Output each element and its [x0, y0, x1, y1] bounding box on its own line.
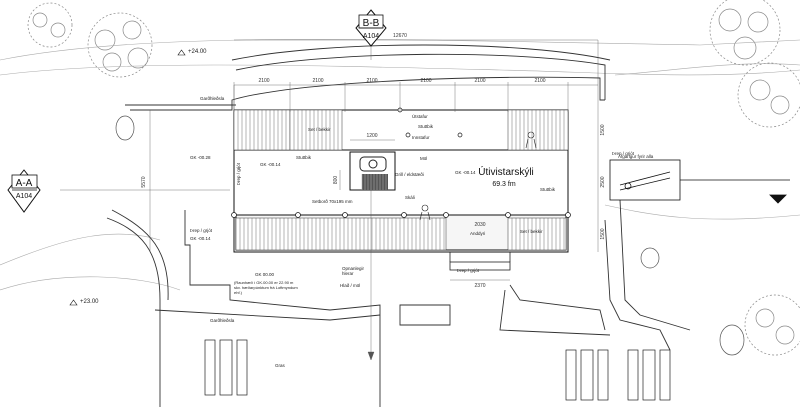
svg-text:5570: 5570: [141, 176, 147, 187]
dim-bay-2: 2100: [312, 78, 323, 84]
dimension-texts: 12670 2100 2100 2100 2100 2100 2100 1500…: [141, 33, 606, 289]
section-marker-a-a: A-A A104: [7, 169, 41, 213]
svg-text:Opnanlegir hlerar: Opnanlegir hlerar: [342, 266, 365, 276]
annotation-labels: Garðhleðsla Garðhleðsla Set / bekkir Set…: [190, 95, 654, 368]
svg-text:Anddyri: Anddyri: [470, 231, 485, 236]
svg-text:1500: 1500: [600, 124, 606, 135]
opnanlegir-line1: Opnanlegir: [342, 266, 365, 271]
svg-text:GK -00.28: GK -00.28: [190, 155, 211, 160]
entrance: [449, 252, 511, 271]
tree-symbols: [27, 0, 800, 356]
svg-text:Setborð 70x195 mm: Setborð 70x195 mm: [312, 198, 353, 204]
slat-lines: [237, 110, 565, 250]
tree-top-left-2: [27, 2, 73, 48]
grill-symbol: [359, 156, 388, 190]
room-label: Útivistarskýli 69.3 fm: [478, 165, 534, 188]
svg-text:1500: 1500: [600, 228, 606, 239]
section-b-letter: B-B: [363, 18, 380, 29]
dim-overall: 12670: [393, 33, 407, 39]
svg-text:Garðhleðsla: Garðhleðsla: [210, 317, 235, 323]
svg-text:Skáli: Skáli: [405, 195, 415, 200]
svg-text:Afgangur fyrir alla: Afgangur fyrir alla: [618, 154, 654, 159]
tree-top-right: [709, 0, 781, 66]
svg-text:Þrep / grjót: Þrep / grjót: [612, 151, 635, 156]
svg-text:Þrep / grjót: Þrep / grjót: [236, 162, 241, 185]
svg-text:Garðhleðsla: Garðhleðsla: [200, 95, 225, 101]
bay-ticks: [233, 82, 569, 112]
dim-bay-6: 2100: [534, 78, 545, 84]
svg-text:Gras: Gras: [275, 363, 286, 368]
svg-text:Stuttbik: Stuttbik: [540, 187, 556, 192]
svg-text:Innstafur: Innstafur: [412, 135, 430, 140]
svg-text:Útstafur: Útstafur: [412, 113, 428, 119]
svg-text:Stuttbik: Stuttbik: [296, 155, 312, 160]
person-figure-right: [525, 131, 537, 149]
tree-top-left: [87, 12, 153, 78]
dim-bay-3: 2100: [366, 78, 377, 84]
svg-text:Hlað / möl: Hlað / möl: [340, 282, 360, 288]
section-a-letter: A-A: [16, 178, 33, 189]
svg-text:2370: 2370: [474, 283, 485, 289]
svg-text:Möl: Möl: [420, 156, 427, 161]
svg-text:(Raunhæð í GK.00.00 er 22.90 m: (Raunhæð í GK.00.00 er 22.90 m skv. hæða…: [234, 280, 299, 295]
room-area: 69.3 fm: [492, 181, 516, 188]
svg-text:1200: 1200: [366, 133, 377, 139]
terrain-lines: [0, 39, 800, 291]
svg-text:GK -00.14: GK -00.14: [455, 170, 476, 175]
section-b-sheet: A104: [363, 33, 379, 40]
svg-text:Set / bekkir: Set / bekkir: [520, 229, 543, 234]
opnanlegir-line2: hlerar: [342, 271, 354, 276]
picnic-tables: [204, 339, 671, 401]
people-figures: [419, 131, 537, 221]
svg-text:800: 800: [333, 176, 339, 185]
svg-text:+24.00: +24.00: [188, 49, 207, 55]
svg-text:Grill / eldstæði: Grill / eldstæði: [395, 171, 424, 177]
svg-text:2500: 2500: [600, 176, 606, 187]
section-marker-b-b: B-B A104: [355, 9, 387, 47]
svg-text:GK -00.14: GK -00.14: [260, 162, 281, 167]
svg-text:Set / bekkir: Set / bekkir: [308, 127, 331, 132]
svg-text:Þrep / grjót: Þrep / grjót: [190, 228, 213, 233]
elevation-bottom: +23.00: [69, 299, 99, 306]
dimension-lines: [60, 39, 599, 361]
svg-text:GK -00.14: GK -00.14: [190, 236, 211, 241]
dim-bay-5: 2100: [474, 78, 485, 84]
dim-bay-4: 2100: [420, 78, 431, 84]
tree-right: [737, 62, 800, 128]
svg-text:GK 00.00: GK 00.00: [255, 272, 275, 277]
svg-text:2030: 2030: [474, 222, 485, 228]
ramp-detail: [609, 159, 790, 204]
elevation-top: +24.00: [177, 49, 207, 56]
section-a-sheet: A104: [16, 193, 32, 200]
person-figure-left: [419, 204, 431, 221]
garden-walls: [106, 44, 691, 407]
tree-bottom-right: [744, 294, 800, 356]
room-name: Útivistarskýli: [478, 165, 534, 178]
dim-bay-1: 2100: [258, 78, 269, 84]
svg-text:Þrep / grjót: Þrep / grjót: [457, 268, 480, 273]
svg-text:+23.00: +23.00: [80, 299, 99, 305]
svg-text:Stuttbik: Stuttbik: [418, 124, 434, 129]
posts: [231, 107, 571, 218]
